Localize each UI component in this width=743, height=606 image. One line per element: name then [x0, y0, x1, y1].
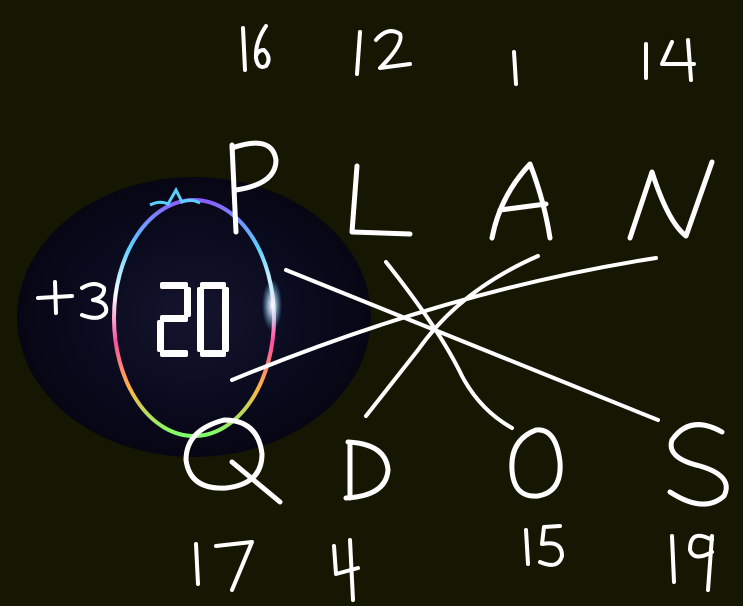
- top-numbers: [243, 26, 694, 84]
- bottom-numbers: [196, 526, 712, 600]
- timer-badge: [17, 177, 371, 457]
- line-l-o: [386, 262, 512, 428]
- badge-background: [17, 177, 371, 457]
- ring-glow: [262, 279, 282, 331]
